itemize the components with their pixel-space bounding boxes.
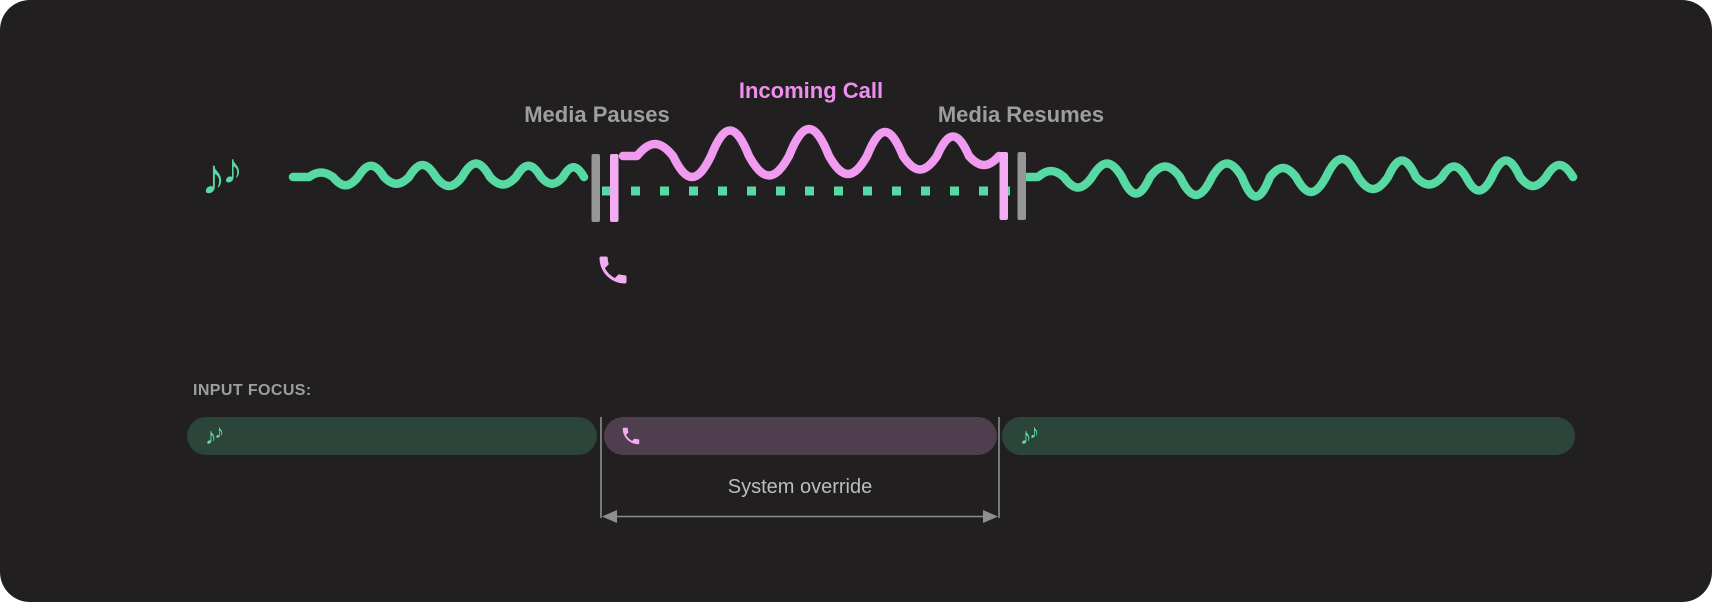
music-note-glyph: ♪ (222, 145, 243, 192)
focus-segment-media-before: ♪ ♪ (187, 417, 597, 455)
music-note-glyph: ♪ (214, 421, 225, 443)
incoming-call-label: Incoming Call (738, 78, 884, 103)
phone-icon-path (599, 256, 627, 284)
music-note-glyph: ♪ (201, 149, 226, 205)
music-note-glyph: ♪ (1020, 422, 1032, 449)
media-pauses-label: Media Pauses (524, 102, 670, 127)
call-end-marker-pink (999, 152, 1008, 220)
focus-segment-incoming-call (604, 417, 997, 455)
system-override-label: System override (727, 476, 873, 498)
media-resumes-label: Media Resumes (937, 102, 1105, 127)
media-wave-right (1021, 154, 1578, 201)
music-notes-icon: ♪ ♪ (1020, 421, 1040, 449)
phone-icon (622, 427, 640, 445)
input-focus-heading: INPUT FOCUS: (193, 382, 312, 399)
media-resume-marker-gray (1017, 152, 1026, 220)
music-notes-icon: ♪ ♪ (205, 421, 225, 449)
music-note-glyph: ♪ (1029, 421, 1040, 443)
focus-segment-media-after: ♪ ♪ (1002, 417, 1575, 455)
incoming-call-wave (618, 124, 1004, 181)
media-wave-left (288, 159, 589, 191)
media-pause-marker-gray (591, 154, 600, 222)
call-start-marker-pink (610, 154, 619, 222)
music-note-glyph: ♪ (205, 422, 217, 449)
override-arrow-head-left-icon (602, 510, 617, 523)
phone-icon-path (622, 427, 640, 445)
music-notes-icon: ♪ ♪ (201, 148, 243, 205)
override-arrow-head-right-icon (983, 510, 998, 523)
phone-icon (599, 256, 627, 284)
